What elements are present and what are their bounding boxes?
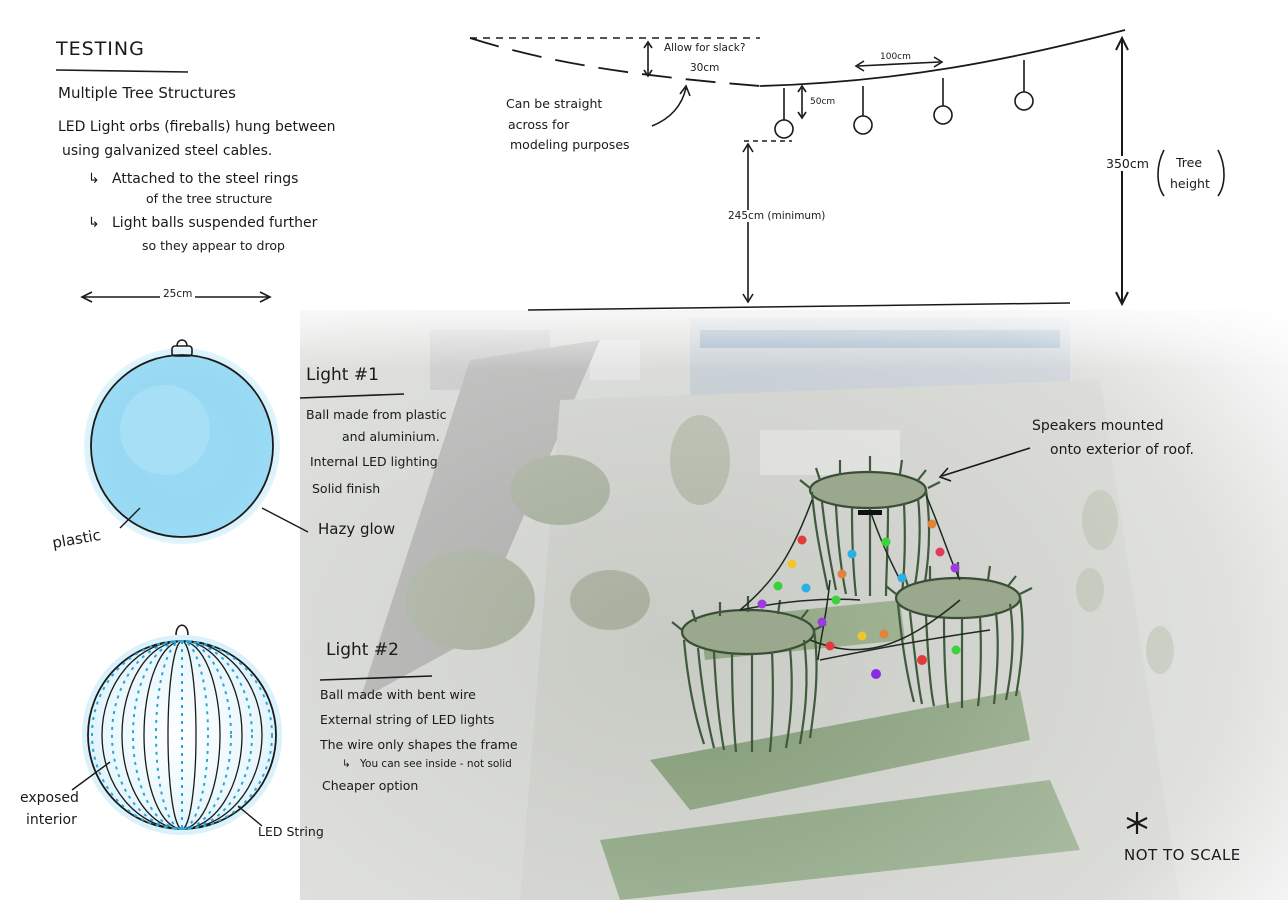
spacing-label: 100cm [880,52,911,62]
page-title: TESTING [56,38,145,60]
light2-line-2: External string of LED lights [320,712,495,727]
not-to-scale-note: NOT TO SCALE [1124,846,1241,864]
speakers-label-b: onto exterior of roof. [1050,442,1194,458]
light2-heading: Light #2 [326,640,399,660]
orb-width-label: 25cm [160,288,196,300]
note-line-1: Can be straight [506,96,603,111]
light1-line-3: Internal LED lighting [310,454,438,469]
light1-line-1: Ball made from plastic [306,407,447,422]
slack-label-b: 30cm [690,62,720,74]
string-light-bulbs [757,519,961,679]
tree-height-value: 350cm [1104,156,1151,171]
light2-interior-label-a: exposed [20,790,79,806]
intro-bullet-2a: Light balls suspended further [112,215,318,231]
light1-glow-label: Hazy glow [318,520,396,538]
light2-string-label: LED String [258,824,324,839]
tree-height-label-a: Tree [1176,155,1203,170]
note-line-3: modeling purposes [510,137,630,152]
subtitle: Multiple Tree Structures [58,84,236,102]
light1-heading: Light #1 [306,365,379,385]
tree-structure-right [885,562,1033,709]
intro-line-2: using galvanized steel cables. [62,143,273,159]
light1-line-4: Solid finish [312,481,381,496]
light2-line-1: Ball made with bent wire [320,687,476,702]
light1-line-2: and aluminium. [342,429,440,444]
tree-structure-back [799,456,941,597]
note-line-2: across for [508,117,570,132]
intro-bullet-1b: of the tree structure [146,191,273,206]
intro-bullet-2b: so they appear to drop [142,238,285,253]
bullet-arrow-icon: ↳ [342,758,351,770]
intro-line-1: LED Light orbs (fireballs) hung between [58,119,336,135]
light2-line-5: Cheaper option [322,778,419,793]
bullet-arrow-icon: ↳ [88,215,100,231]
tree-height-label-b: height [1170,176,1210,191]
intro-bullet-1a: Attached to the steel rings [112,171,299,187]
bullet-arrow-icon: ↳ [88,171,100,187]
tree-structure-front [671,596,827,753]
speakers-label-a: Speakers mounted [1032,418,1164,434]
drop-label: 50cm [810,97,836,107]
light2-line-3: The wire only shapes the frame [320,737,518,752]
speaker-icon [858,510,882,515]
light2-orb [71,624,282,835]
light1-orb [84,339,309,544]
min-height-label: 245cm (minimum) [726,210,828,222]
light2-interior-label-b: interior [26,812,77,828]
slack-label-a: Allow for slack? [664,42,746,54]
light2-line-4: You can see inside - not solid [360,758,512,770]
